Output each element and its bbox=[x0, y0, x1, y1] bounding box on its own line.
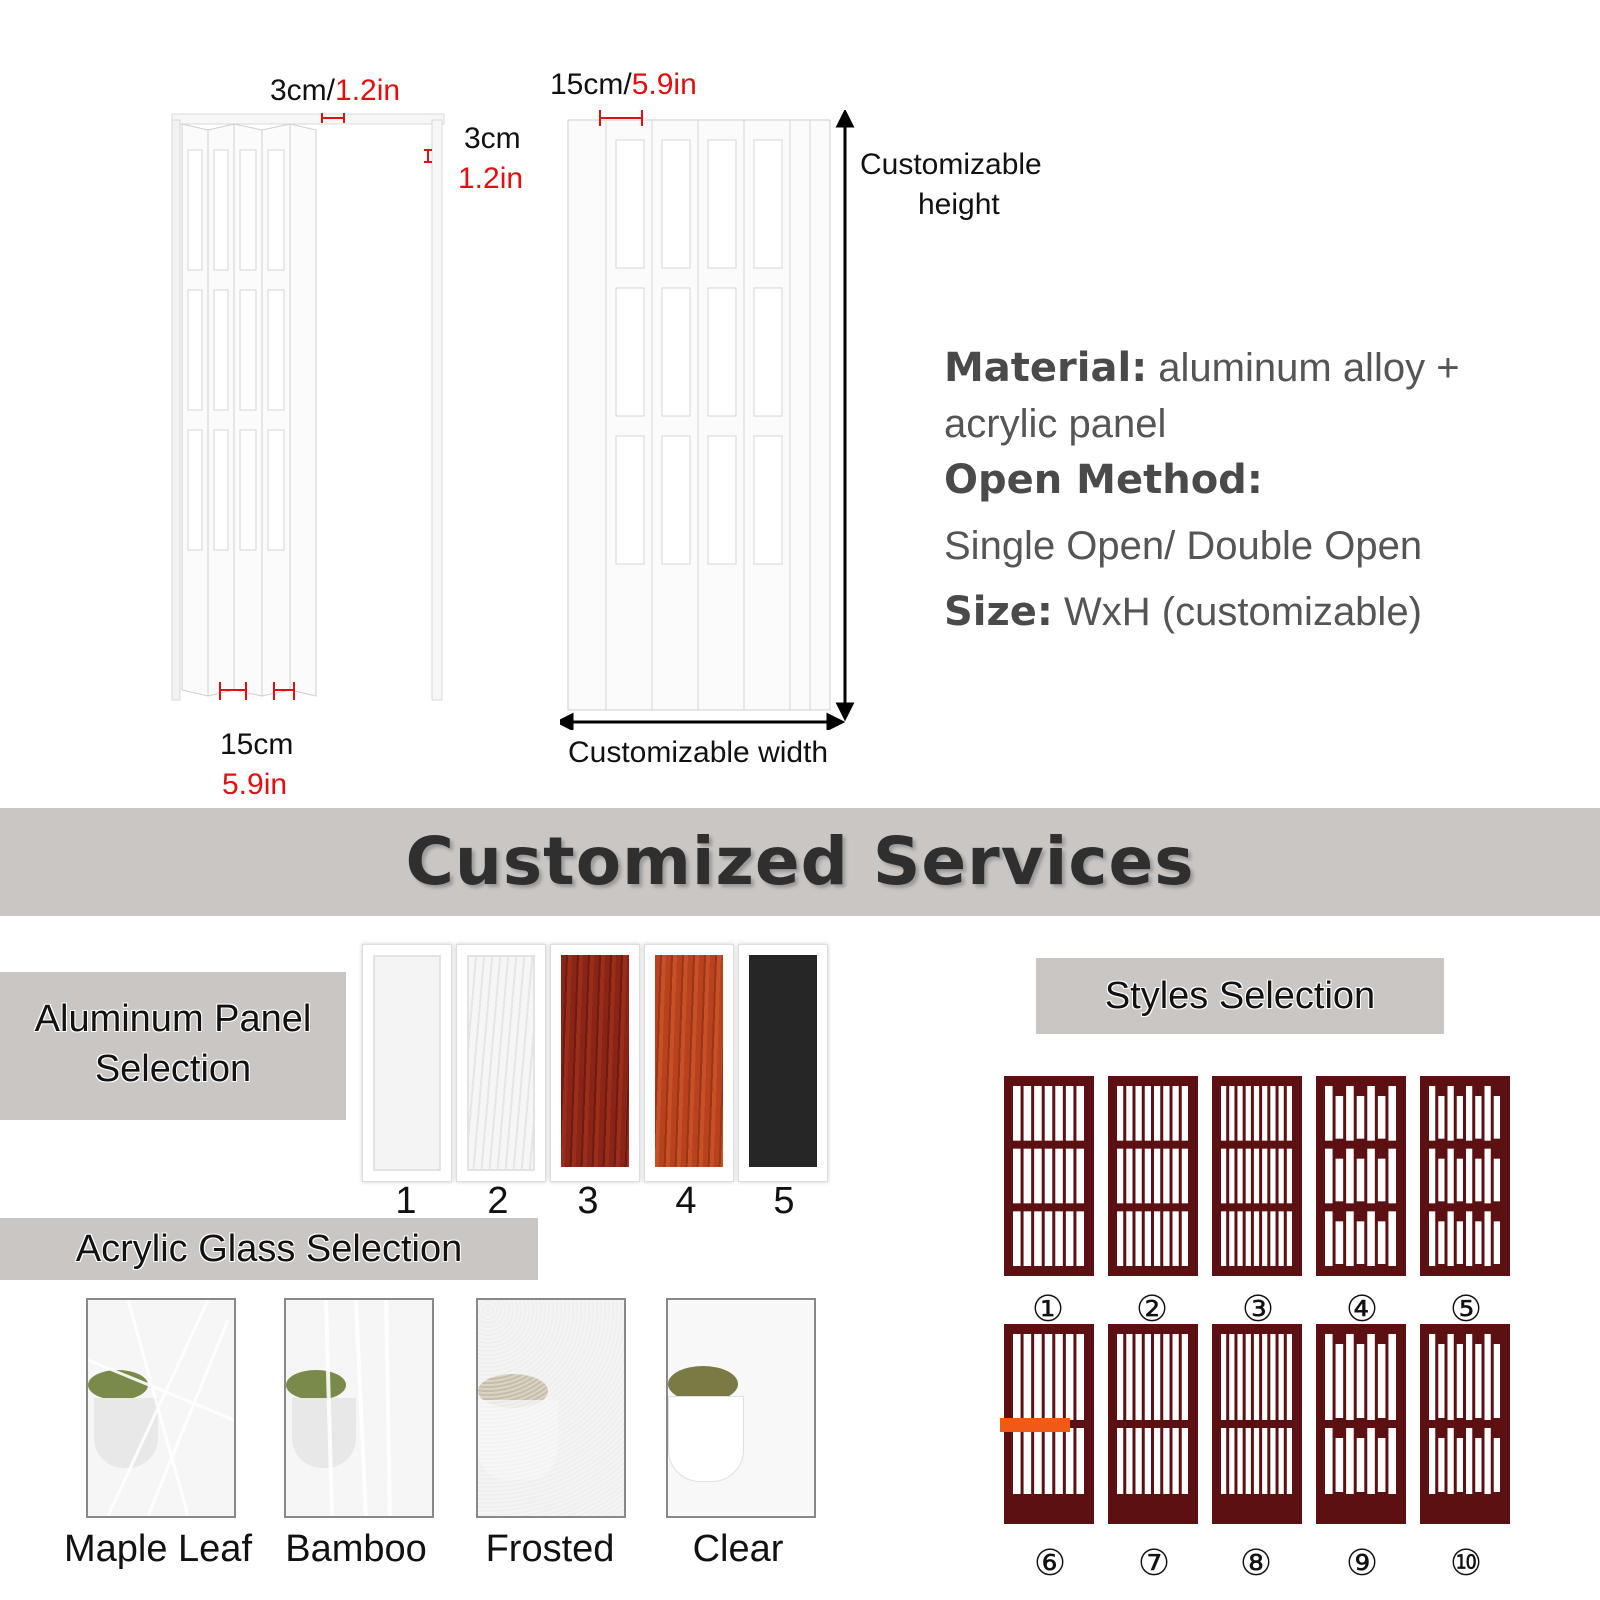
styles-selection-label: Styles Selection bbox=[1036, 958, 1444, 1034]
customizable-width-label: Customizable width bbox=[568, 736, 829, 769]
swatch-2[interactable] bbox=[456, 944, 546, 1182]
banner-title: Customized Services bbox=[405, 823, 1195, 900]
folding-door-left-illustration bbox=[171, 113, 445, 701]
style-number-1: ① bbox=[1031, 1288, 1065, 1329]
glass-label-clear: Clear bbox=[692, 1528, 784, 1570]
leaf-width-cm: 15cm bbox=[220, 728, 294, 761]
style-number-8: ⑧ bbox=[1239, 1542, 1273, 1583]
glass-label-maple-leaf: Maple Leaf bbox=[63, 1528, 252, 1570]
style-number-4: ④ bbox=[1345, 1288, 1379, 1329]
style-number-6: ⑥ bbox=[1033, 1542, 1067, 1583]
specifications: Material: aluminum alloy + acrylic panel… bbox=[944, 340, 1564, 640]
open-method-value: Single Open/ Double Open bbox=[944, 524, 1423, 568]
style-number-10: ⑩ bbox=[1449, 1542, 1483, 1583]
swatch-number-3: 3 bbox=[577, 1180, 599, 1222]
glass-sample-bamboo[interactable] bbox=[284, 1298, 434, 1518]
style-panels-grid bbox=[1000, 1076, 1510, 1524]
size-spec: Size: WxH (customizable) bbox=[944, 589, 1422, 635]
glass-sample-frosted[interactable] bbox=[476, 1298, 626, 1518]
open-method-label: Open Method: bbox=[944, 457, 1263, 503]
glass-sample-maple-leaf[interactable] bbox=[86, 1298, 236, 1518]
style-number-5: ⑤ bbox=[1449, 1288, 1483, 1329]
swatch-4[interactable] bbox=[644, 944, 734, 1182]
frame-dimension-cm: 3cm bbox=[464, 122, 521, 155]
customized-services-banner: Customized Services bbox=[0, 808, 1600, 916]
panel-6-handle-accent bbox=[1000, 1418, 1070, 1432]
glass-label-frosted: Frosted bbox=[485, 1528, 615, 1570]
leaf-pattern-icon bbox=[88, 1300, 234, 1516]
frame-dimension-in: 1.2in bbox=[458, 162, 524, 195]
style-number-2: ② bbox=[1135, 1288, 1169, 1329]
customizable-height-label-1: Customizable bbox=[860, 148, 1042, 181]
swatch-number-1: 1 bbox=[395, 1180, 417, 1222]
aluminum-label-line-1: Aluminum Panel bbox=[34, 998, 312, 1040]
folding-door-right-illustration bbox=[560, 110, 855, 730]
style-number-9: ⑨ bbox=[1345, 1542, 1379, 1583]
swatch-3[interactable] bbox=[550, 944, 640, 1182]
glass-label-bamboo: Bamboo bbox=[285, 1528, 427, 1570]
panel-width-dimension: 15cm/5.9in bbox=[550, 68, 697, 101]
acrylic-glass-label: Acrylic Glass Selection bbox=[0, 1218, 538, 1280]
material-spec-cont: acrylic panel bbox=[944, 402, 1167, 446]
swatch-number-5: 5 bbox=[773, 1180, 795, 1222]
bamboo-pattern-icon bbox=[324, 1300, 392, 1516]
aluminum-label-line-2: Selection bbox=[94, 1048, 252, 1090]
aluminum-swatch-row bbox=[362, 944, 828, 1184]
swatch-5[interactable] bbox=[738, 944, 828, 1182]
leaf-width-in: 5.9in bbox=[222, 768, 288, 801]
swatch-1[interactable] bbox=[362, 944, 452, 1182]
aluminum-panel-label: Aluminum Panel Selection bbox=[0, 972, 346, 1120]
top-rail-dimension: 3cm/1.2in bbox=[270, 74, 401, 107]
customizable-height-label-2: height bbox=[918, 188, 1000, 221]
glass-sample-clear[interactable] bbox=[666, 1298, 816, 1518]
material-spec: Material: aluminum alloy + bbox=[944, 345, 1460, 391]
swatch-number-2: 2 bbox=[487, 1180, 509, 1222]
style-number-3: ③ bbox=[1241, 1288, 1275, 1329]
style-number-7: ⑦ bbox=[1137, 1542, 1171, 1583]
swatch-number-4: 4 bbox=[675, 1180, 697, 1222]
